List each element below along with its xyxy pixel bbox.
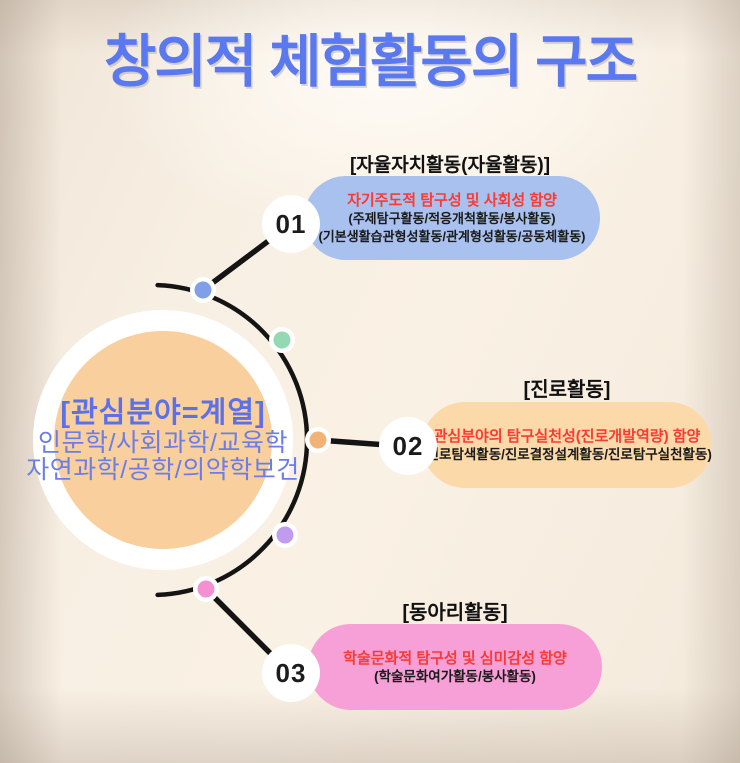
node-01-number-badge: 01 bbox=[262, 195, 320, 253]
green-dot-icon bbox=[269, 327, 295, 353]
center-fields-line2: 자연과학/공학/의약학보건 bbox=[26, 456, 300, 484]
node-02-number-badge: 02 bbox=[379, 417, 437, 475]
node-01-detail-1: (주제탐구활동/적응개척활동/봉사활동) bbox=[348, 211, 556, 226]
node-01-header: [자율자치활동(자율활동)] bbox=[349, 155, 551, 176]
node-01-number: 01 bbox=[275, 208, 307, 239]
node-03-header: [동아리활동] bbox=[402, 602, 508, 624]
center-fields-line1: 인문학/사회과학/교육학 bbox=[38, 429, 288, 457]
node-01-detail-2: (기본생활습관형성활동/관계형성활동/공동체활동) bbox=[318, 228, 586, 244]
node-02-highlight: 관심분야의 탐구실천성(진로개발역량) 함양 bbox=[433, 427, 701, 445]
orange-dot-icon bbox=[305, 427, 331, 453]
node-02-box: 관심분야의 탐구실천성(진로개발역량) 함양 (진로탐색활동/진로결정설계활동/… bbox=[422, 402, 712, 488]
center-category-label: [관심분야=계열] bbox=[60, 397, 266, 429]
node-03-number-badge: 03 bbox=[262, 644, 320, 702]
node-01-box: 자기주도적 탐구성 및 사회성 함양 (주제탐구활동/적응개척활동/봉사활동) … bbox=[304, 176, 600, 260]
purple-dot-icon bbox=[272, 522, 298, 548]
node-03-highlight: 학술문화적 탐구성 및 심미감성 함양 bbox=[343, 649, 567, 667]
node-02-header: [진로활동] bbox=[523, 379, 611, 401]
node-03-number: 03 bbox=[275, 657, 307, 688]
page-title: 창의적 체험활동의 구조 bbox=[103, 30, 638, 94]
blue-dot-icon bbox=[190, 277, 216, 303]
node-03-box: 학술문화적 탐구성 및 심미감성 함양 (학술문화여가활동/봉사활동) bbox=[308, 624, 602, 710]
node-03-detail-1: (학술문화여가활동/봉사활동) bbox=[374, 668, 536, 684]
node-02-number: 02 bbox=[392, 430, 424, 461]
pink-dot-icon bbox=[193, 576, 219, 602]
node-01-highlight: 자기주도적 탐구성 및 사회성 함양 bbox=[347, 192, 557, 209]
center-circle: [관심분야=계열] 인문학/사회과학/교육학 자연과학/공학/의약학보건 bbox=[26, 310, 299, 570]
node-02-detail-1: (진로탐색활동/진로결정설계활동/진로탐구실천활동) bbox=[422, 446, 712, 462]
center-circle-fill: [관심분야=계열] 인문학/사회과학/교육학 자연과학/공학/의약학보건 bbox=[26, 331, 299, 549]
